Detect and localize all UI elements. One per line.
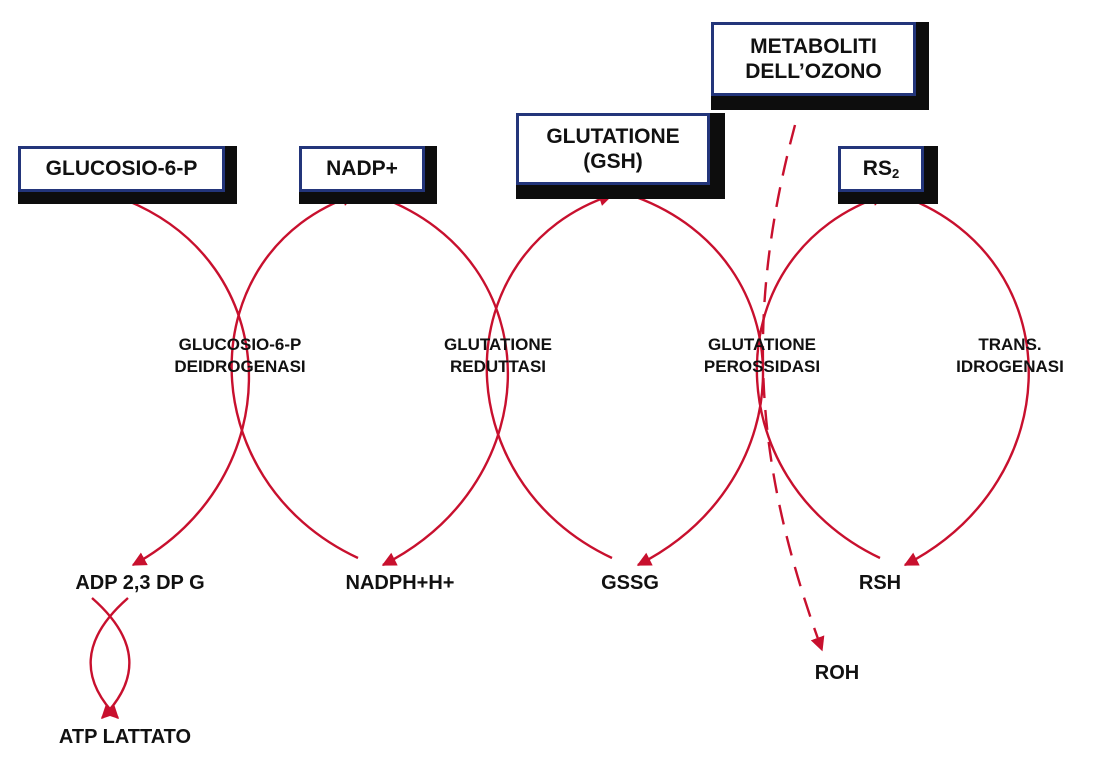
- enzyme-gpx-line1: GLUTATIONE: [708, 335, 816, 354]
- glutatione-label: GLUTATIONE: [546, 124, 680, 148]
- product-atp-lattato: ATP LATTATO: [58, 726, 192, 748]
- product-roh: ROH: [814, 662, 860, 684]
- enzyme-th-line1: TRANS.: [978, 335, 1042, 354]
- arrow-nadp-to-nadph: [379, 195, 509, 567]
- rs2-label: RS2: [862, 157, 900, 182]
- enzyme-gpx-line2: PEROSSIDASI: [703, 357, 821, 377]
- metaboliti-label: METABOLITI: [750, 34, 877, 58]
- enzyme-glutatione-perossidasi: GLUTATIONE PEROSSIDASI: [662, 334, 862, 378]
- nadp-box: NADP+: [299, 146, 425, 192]
- glucosio-6-p-label: GLUCOSIO-6-P: [45, 157, 198, 181]
- glutatione-gsh-box: GLUTATIONE (GSH): [516, 113, 710, 185]
- enzyme-g6pd-line1: GLUCOSIO-6-P: [178, 335, 302, 354]
- product-adp: ADP 2,3 DP G: [75, 572, 205, 594]
- metaboliti-ozono-box: METABOLITI DELL’OZONO: [711, 22, 916, 96]
- rs2-subscript: 2: [891, 166, 900, 182]
- arrow-glucosio-to-adp: [117, 195, 251, 567]
- arrow-gsh-to-gssg: [635, 195, 765, 567]
- enzyme-g6pd-line2: DEIDROGENASI: [174, 357, 306, 377]
- enzyme-transidrogenasi: TRANS. IDROGENASI: [920, 334, 1100, 378]
- gsh-label: (GSH): [583, 150, 643, 173]
- product-gssg: GSSG: [601, 572, 659, 594]
- enzyme-g6pd: GLUCOSIO-6-P DEIDROGENASI: [130, 334, 350, 378]
- arrow-rsh-to-rs2: [755, 192, 887, 560]
- arrow-ozono-to-roh: [761, 124, 825, 652]
- enzyme-gr-line2: REDUTTASI: [449, 357, 546, 377]
- arrow-adp-to-lattato: [91, 597, 131, 720]
- nadp-label: NADP+: [326, 157, 398, 181]
- glucosio-6-p-box: GLUCOSIO-6-P: [18, 146, 225, 192]
- enzyme-th-line2: IDROGENASI: [956, 357, 1064, 377]
- enzyme-gr-line1: GLUTATIONE: [444, 335, 552, 354]
- arrow-nadph-to-nadp: [230, 192, 359, 560]
- ozono-label: DELL’OZONO: [745, 60, 882, 83]
- enzyme-glutatione-reduttasi: GLUTATIONE REDUTTASI: [398, 334, 598, 378]
- arrow-rs2-to-rsh: [903, 195, 1030, 567]
- product-nadph: NADPH+H+: [345, 572, 455, 594]
- product-rsh: RSH: [858, 572, 902, 594]
- rs2-box: RS2: [838, 146, 924, 192]
- arrow-gssg-to-gsh: [485, 192, 614, 560]
